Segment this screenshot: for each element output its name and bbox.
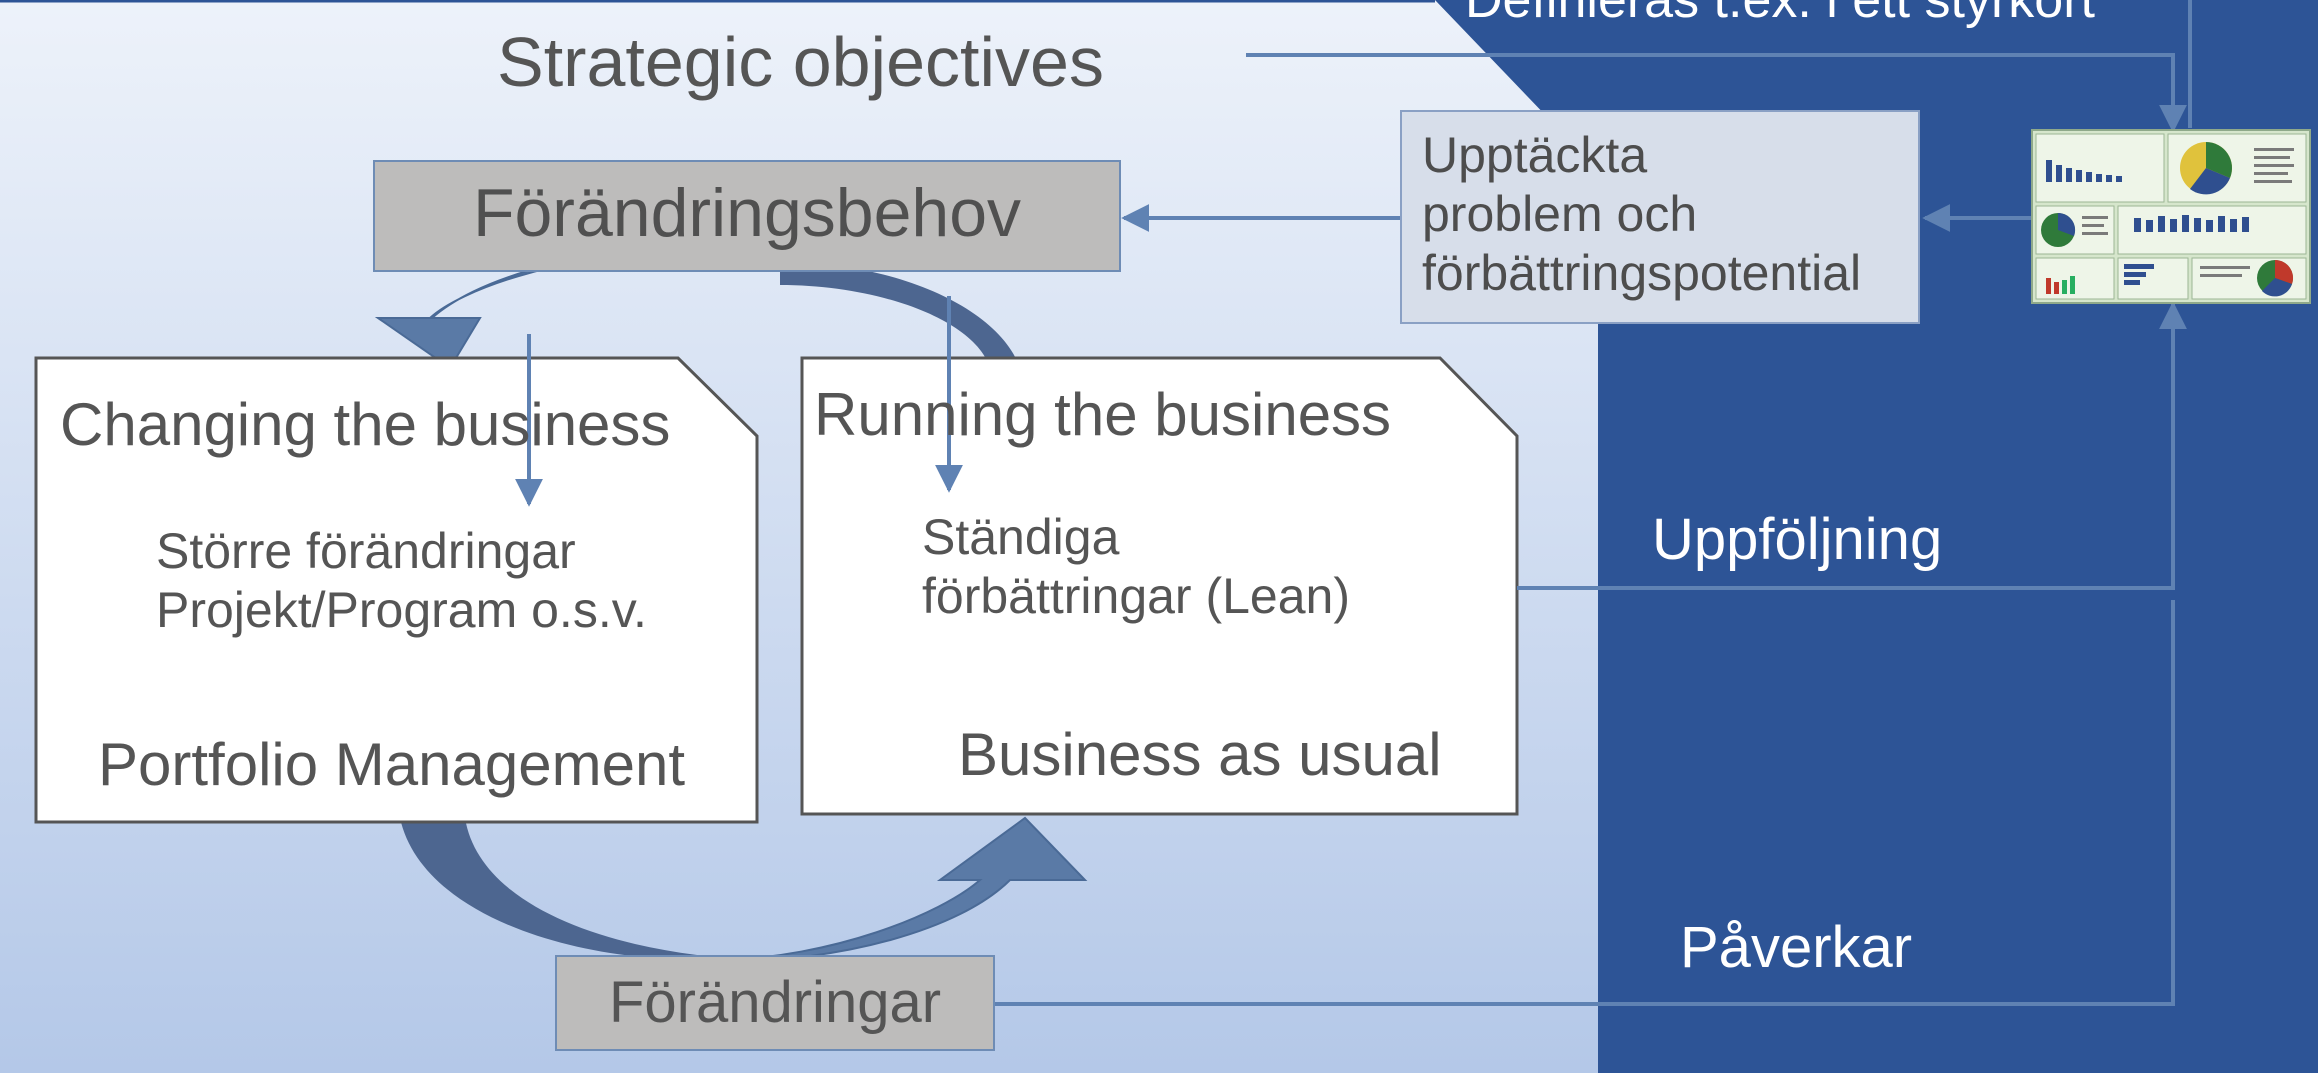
- change-need-box: Förändringsbehov: [373, 160, 1121, 272]
- changing-title: Changing the business: [60, 391, 671, 458]
- changing-footer: Portfolio Management: [98, 731, 685, 798]
- connector-changes-affects: [995, 600, 2175, 1006]
- running-box: [800, 356, 1519, 816]
- running-items: Ständiga förbättringar (Lean): [922, 509, 1351, 624]
- curved-arrow-top-right: [780, 262, 1020, 368]
- followup-label: Uppföljning: [1652, 507, 1943, 572]
- curved-arrow-bottom-left: [400, 818, 760, 960]
- change-need-label: Förändringsbehov: [472, 175, 1022, 251]
- scorecard-dashboard-icon: [2031, 129, 2311, 304]
- changing-box: [34, 356, 759, 824]
- running-title: Running the business: [814, 381, 1392, 448]
- affects-label: Påverkar: [1680, 915, 1913, 980]
- connector-objectives-to-scorecard: [1246, 53, 2187, 133]
- top-right-text: Definieras t.ex. i ett styrkort: [1465, 0, 2095, 29]
- strategic-objectives: Strategic objectives: [497, 23, 1104, 101]
- changes-box: Förändringar: [555, 955, 995, 1051]
- changes-label: Förändringar: [608, 970, 942, 1035]
- detected-problems-label: Upptäckta problem och förbättringspotent…: [1422, 127, 1862, 301]
- running-footer: Business as usual: [958, 721, 1442, 788]
- detected-problems-box: Upptäckta problem och förbättringspotent…: [1400, 110, 1920, 324]
- connector-running-followup: [1517, 301, 2187, 590]
- changing-items: Större förändringar Projekt/Program o.s.…: [156, 523, 647, 638]
- curved-arrow-bottom-right: [719, 816, 1088, 964]
